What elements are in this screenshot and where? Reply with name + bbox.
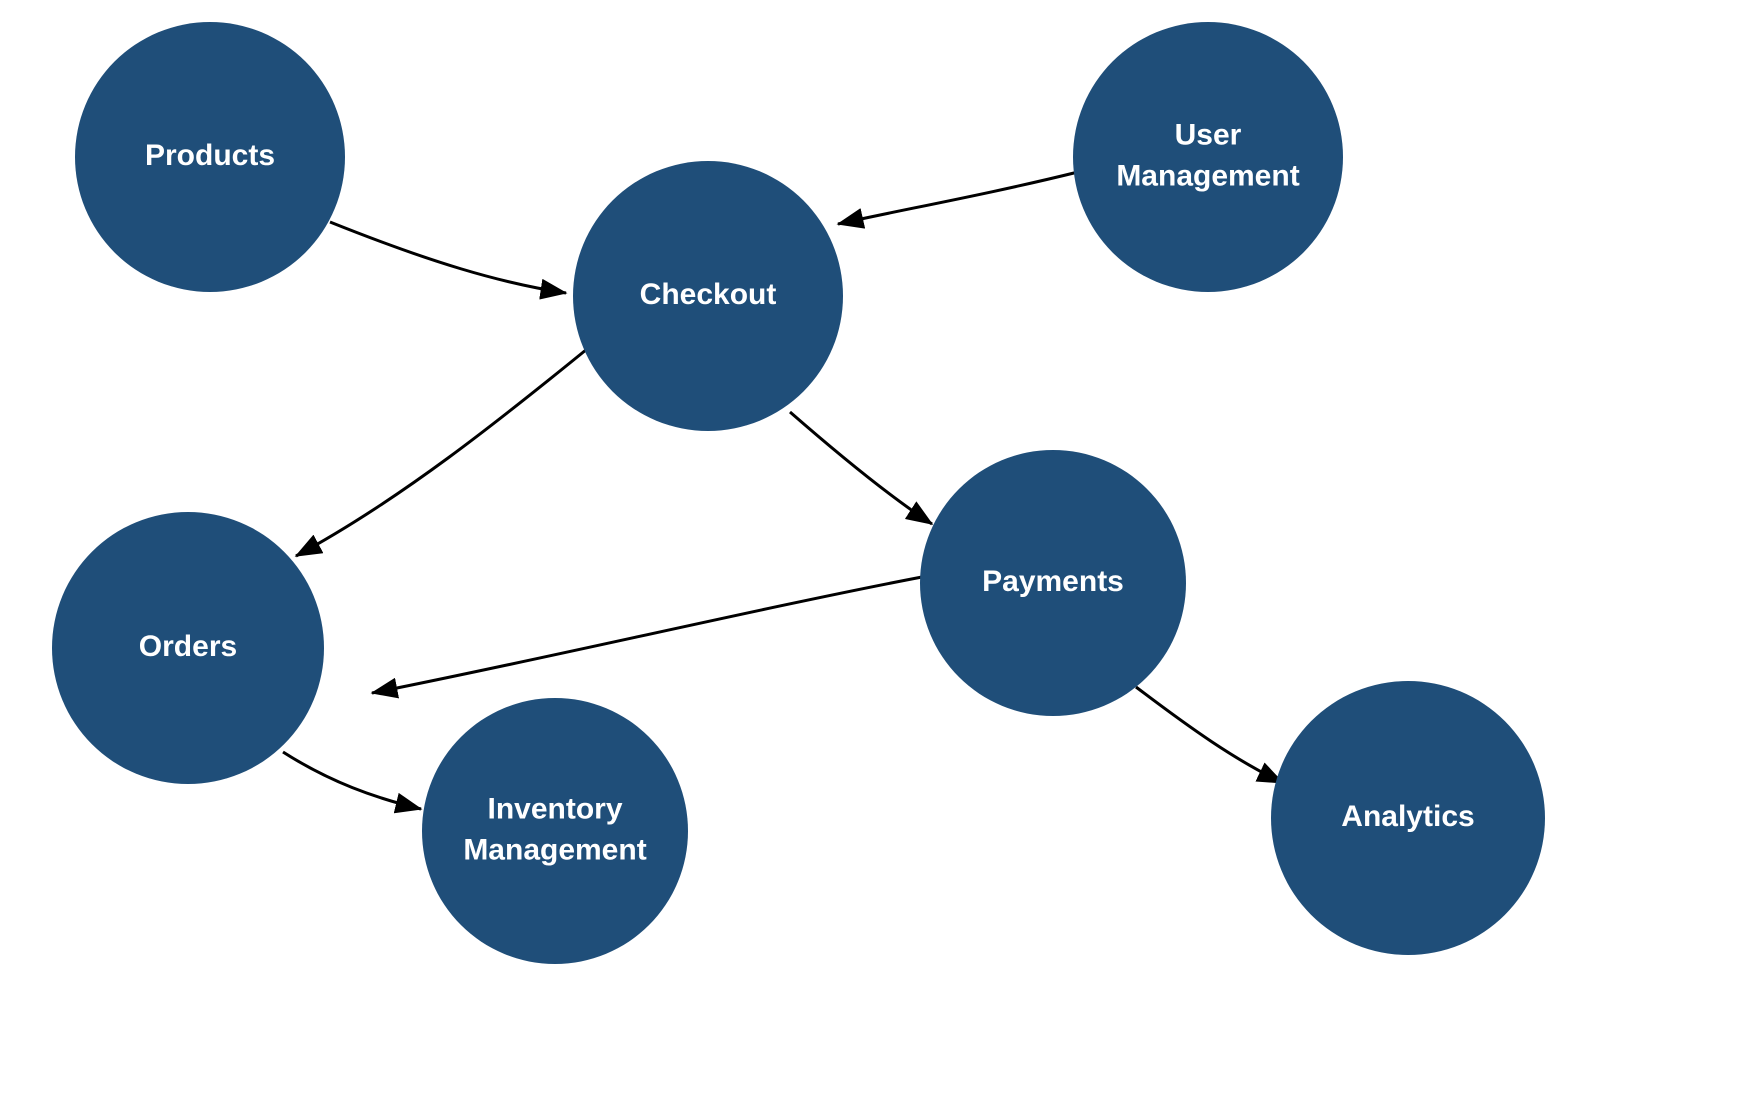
edge-checkout-to-payments[interactable] bbox=[789, 410, 934, 526]
node-circle-payments[interactable] bbox=[920, 450, 1186, 716]
edge-checkout-to-orders[interactable] bbox=[294, 343, 593, 558]
node-circle-inventory-management[interactable] bbox=[422, 698, 688, 964]
edge-products-to-checkout[interactable] bbox=[329, 220, 568, 300]
node-payments[interactable]: Payments bbox=[920, 450, 1186, 716]
node-analytics[interactable]: Analytics bbox=[1271, 681, 1545, 955]
node-products[interactable]: Products bbox=[75, 22, 345, 292]
node-circle-checkout[interactable] bbox=[573, 161, 843, 431]
node-circle-user-management[interactable] bbox=[1073, 22, 1343, 292]
edge-orders-to-inventory-management[interactable] bbox=[282, 750, 423, 814]
edge-user-management-to-checkout[interactable] bbox=[836, 170, 1079, 229]
node-circle-analytics[interactable] bbox=[1271, 681, 1545, 955]
node-orders[interactable]: Orders bbox=[52, 512, 324, 784]
node-checkout[interactable]: Checkout bbox=[573, 161, 843, 431]
edge-payments-to-orders[interactable] bbox=[370, 575, 923, 699]
node-circle-products[interactable] bbox=[75, 22, 345, 292]
node-circle-orders[interactable] bbox=[52, 512, 324, 784]
edge-payments-to-analytics[interactable] bbox=[1135, 685, 1285, 785]
edges-layer bbox=[282, 170, 1285, 814]
